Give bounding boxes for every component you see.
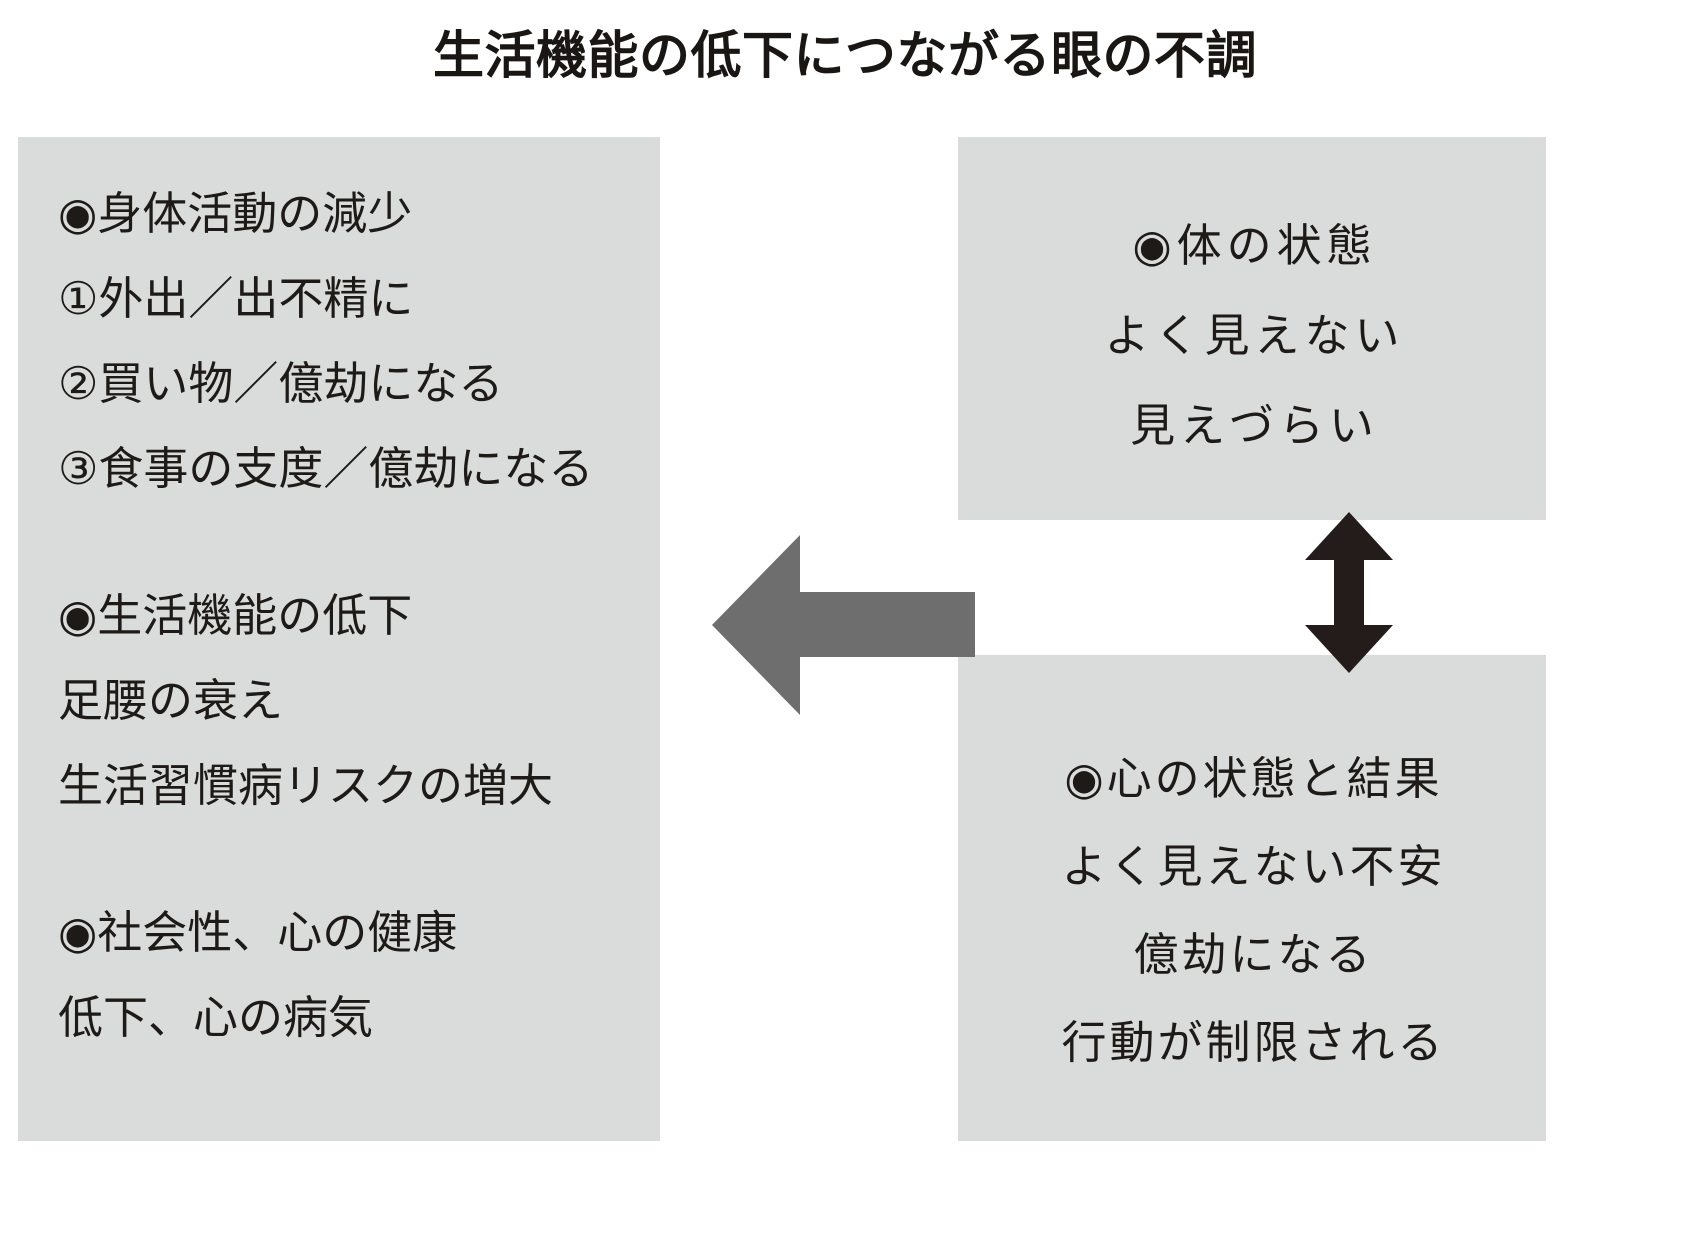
group-heading: ◉体の状態	[1132, 220, 1377, 271]
list-item: ②買い物／億劫になる	[58, 358, 504, 409]
list-item: ①外出／出不精に	[58, 273, 414, 324]
list-item: よく見えない不安	[1061, 841, 1446, 892]
panel-body-condition: ◉体の状態 よく見えない 見えづらい	[958, 137, 1546, 520]
group-heading: ◉身体活動の減少	[58, 188, 413, 239]
list-item: 億劫になる	[1133, 929, 1374, 980]
group-spacer	[58, 511, 660, 573]
panel-mental-condition: ◉心の状態と結果 よく見えない不安 億劫になる 行動が制限される	[958, 655, 1546, 1141]
group-physical-activity: ◉身体活動の減少 ①外出／出不精に ②買い物／億劫になる ③食事の支度／億劫にな…	[58, 171, 660, 511]
list-item: 生活習慣病リスクの増大	[58, 760, 554, 811]
group-heading: ◉心の状態と結果	[1064, 753, 1443, 804]
panel-left-consequences: ◉身体活動の減少 ①外出／出不精に ②買い物／億劫になる ③食事の支度／億劫にな…	[18, 137, 660, 1141]
list-item: 行動が制限される	[1061, 1017, 1446, 1068]
list-item: よく見えない	[1104, 310, 1405, 361]
left-arrow-icon	[712, 535, 975, 715]
group-spacer	[58, 828, 660, 890]
group-life-function-decline: ◉生活機能の低下 足腰の衰え 生活習慣病リスクの増大	[58, 573, 660, 828]
list-item: 見えづらい	[1130, 400, 1379, 451]
list-item: 足腰の衰え	[58, 675, 284, 726]
up-down-double-arrow-icon	[1305, 512, 1393, 673]
panel-mental-condition-content: ◉心の状態と結果 よく見えない不安 億劫になる 行動が制限される	[958, 735, 1546, 1087]
group-sociality-mental-health: ◉社会性、心の健康 低下、心の病気	[58, 890, 660, 1060]
list-item: ③食事の支度／億劫になる	[58, 443, 594, 494]
panel-body-condition-content: ◉体の状態 よく見えない 見えづらい	[958, 201, 1546, 471]
group-heading: ◉社会性、心の健康	[58, 907, 458, 958]
group-heading: ◉生活機能の低下	[58, 590, 413, 641]
list-item: 低下、心の病気	[58, 992, 374, 1043]
page-title: 生活機能の低下につながる眼の不調	[432, 27, 1257, 84]
